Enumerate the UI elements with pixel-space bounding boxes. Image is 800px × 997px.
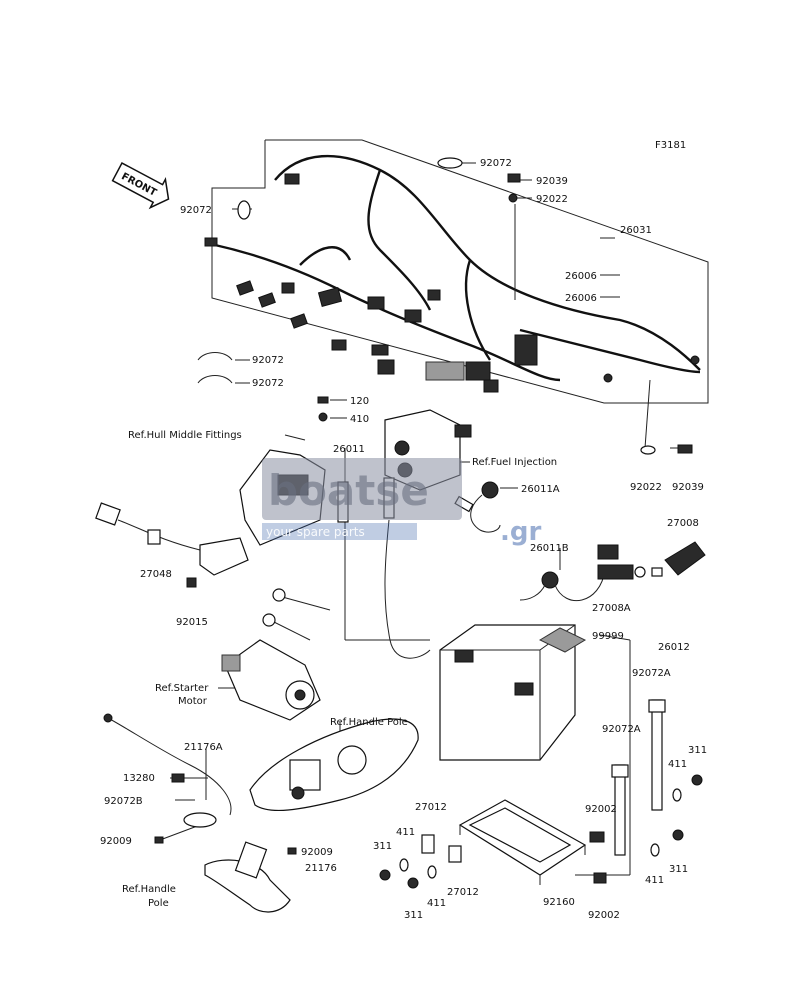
part-label-92002-a: 92002 bbox=[585, 804, 617, 815]
screw-92009-a-icon bbox=[154, 836, 164, 844]
part-label-26006-b: 26006 bbox=[565, 293, 597, 304]
part-label-92160: 92160 bbox=[543, 897, 575, 908]
nut-311-a-icon bbox=[691, 774, 703, 786]
part-label-99999: 99999 bbox=[592, 631, 624, 642]
starter-motor-icon bbox=[221, 639, 321, 721]
part-label-92009-a: 92009 bbox=[100, 836, 132, 847]
part-label-21176A: 21176A bbox=[184, 742, 223, 753]
part-label-92072-top: 92072 bbox=[480, 158, 512, 169]
nut-311-b-icon bbox=[672, 829, 684, 841]
part-label-26031: 26031 bbox=[620, 225, 652, 236]
key-27008-icon bbox=[651, 541, 706, 577]
ref-fuel-injection: Ref.Fuel Injection bbox=[472, 457, 557, 468]
screw-92009-b-icon bbox=[287, 847, 297, 855]
part-label-92015: 92015 bbox=[176, 617, 208, 628]
battery-26012-icon bbox=[439, 624, 587, 761]
watermark-logo: boatse .gr your spare parts bbox=[262, 458, 541, 547]
bolt-92002-b-icon bbox=[593, 872, 607, 884]
part-label-410: 410 bbox=[350, 414, 369, 425]
washer-411-d-icon bbox=[427, 865, 437, 879]
bolt-92039-right-icon bbox=[677, 444, 693, 454]
clip-92072-mid2-icon bbox=[197, 375, 233, 384]
main-harness-26031 bbox=[204, 139, 709, 404]
part-label-311-a: 311 bbox=[688, 745, 707, 756]
part-label-26012: 26012 bbox=[658, 642, 690, 653]
washer-92022-top-icon bbox=[508, 193, 518, 203]
part-label-27012-b: 27012 bbox=[447, 887, 479, 898]
starter-cables-icon bbox=[262, 588, 331, 641]
part-label-92072-left: 92072 bbox=[180, 205, 212, 216]
clamp-92072B-icon bbox=[183, 812, 217, 828]
strap-92072A-b-icon bbox=[611, 764, 629, 856]
nut-311-c-icon bbox=[379, 869, 391, 881]
bolt-120-icon bbox=[317, 396, 329, 404]
nut-410-icon bbox=[318, 412, 328, 422]
part-label-21176: 21176 bbox=[305, 863, 337, 874]
bracket-27012-a-icon bbox=[421, 834, 435, 854]
strap-92072A-a-icon bbox=[648, 699, 666, 811]
handle-pole-assembly-icon bbox=[249, 718, 419, 812]
part-label-26011A: 26011A bbox=[521, 484, 560, 495]
washer-411-a-icon bbox=[672, 788, 682, 802]
battery-tray-92160-icon bbox=[458, 799, 587, 885]
ref-starter-motor-line2: Motor bbox=[178, 696, 208, 707]
cable-26011B-icon bbox=[519, 569, 606, 602]
part-label-120: 120 bbox=[350, 396, 369, 407]
part-label-26006-a: 26006 bbox=[565, 271, 597, 282]
part-label-26011: 26011 bbox=[333, 444, 365, 455]
watermark-suffix: .gr bbox=[500, 517, 541, 547]
part-label-92072B: 92072B bbox=[104, 796, 143, 807]
ref-handle-pole: Ref.Handle Pole bbox=[330, 717, 408, 728]
ref-handle-pole2-line2: Pole bbox=[148, 898, 169, 909]
wire-21176A-icon bbox=[103, 713, 232, 816]
part-label-92009-b: 92009 bbox=[301, 847, 333, 858]
part-label-92039-right: 92039 bbox=[672, 482, 704, 493]
part-label-92039-top: 92039 bbox=[536, 176, 568, 187]
watermark-tagline: your spare parts bbox=[266, 525, 365, 539]
ref-handle-pole2-line1: Ref.Handle bbox=[122, 884, 176, 895]
clip-92072-top-icon bbox=[437, 157, 463, 169]
figure-code: F3181 bbox=[655, 140, 686, 151]
part-label-92002-b: 92002 bbox=[588, 910, 620, 921]
part-label-27008: 27008 bbox=[667, 518, 699, 529]
key-27008A-icon bbox=[597, 544, 646, 580]
part-label-13280: 13280 bbox=[123, 773, 155, 784]
washer-411-b-icon bbox=[650, 843, 660, 857]
ref-starter-motor-line1: Ref.Starter bbox=[155, 683, 209, 694]
part-label-27012-a: 27012 bbox=[415, 802, 447, 813]
part-label-411-c: 411 bbox=[427, 898, 446, 909]
bracket-27012-b-icon bbox=[448, 845, 462, 863]
handle-pole-bracket-icon bbox=[204, 841, 291, 913]
part-label-311-b: 311 bbox=[373, 841, 392, 852]
part-label-92072A-b: 92072A bbox=[602, 724, 641, 735]
bolt-92002-a-icon bbox=[589, 831, 605, 843]
nut-311-d-icon bbox=[407, 877, 419, 889]
part-label-92072A-a: 92072A bbox=[632, 668, 671, 679]
part-label-311-c: 311 bbox=[404, 910, 423, 921]
part-label-411-b: 411 bbox=[396, 827, 415, 838]
part-label-92072-mid1: 92072 bbox=[252, 355, 284, 366]
part-label-92022-top: 92022 bbox=[536, 194, 568, 205]
part-label-26011B: 26011B bbox=[530, 543, 569, 554]
clip-92072-mid1-icon bbox=[197, 352, 233, 361]
clip-92072-left-icon bbox=[237, 200, 251, 220]
washer-411-c-icon bbox=[399, 858, 409, 872]
part-label-411-d: 411 bbox=[645, 875, 664, 886]
part-label-411-a: 411 bbox=[668, 759, 687, 770]
watermark-logo-text: boatse bbox=[268, 466, 429, 515]
part-label-92022-right: 92022 bbox=[630, 482, 662, 493]
front-arrow-icon: FRONT bbox=[111, 162, 170, 210]
bolt-92039-top-icon bbox=[507, 173, 521, 183]
part-label-92072-mid2: 92072 bbox=[252, 378, 284, 389]
washer-92022-right-icon bbox=[640, 445, 656, 455]
part-label-311-d: 311 bbox=[669, 864, 688, 875]
coil-27048-icon bbox=[95, 502, 249, 588]
part-label-27048: 27048 bbox=[140, 569, 172, 580]
part-label-27008A: 27008A bbox=[592, 603, 631, 614]
ref-hull-middle-fittings: Ref.Hull Middle Fittings bbox=[128, 430, 242, 441]
